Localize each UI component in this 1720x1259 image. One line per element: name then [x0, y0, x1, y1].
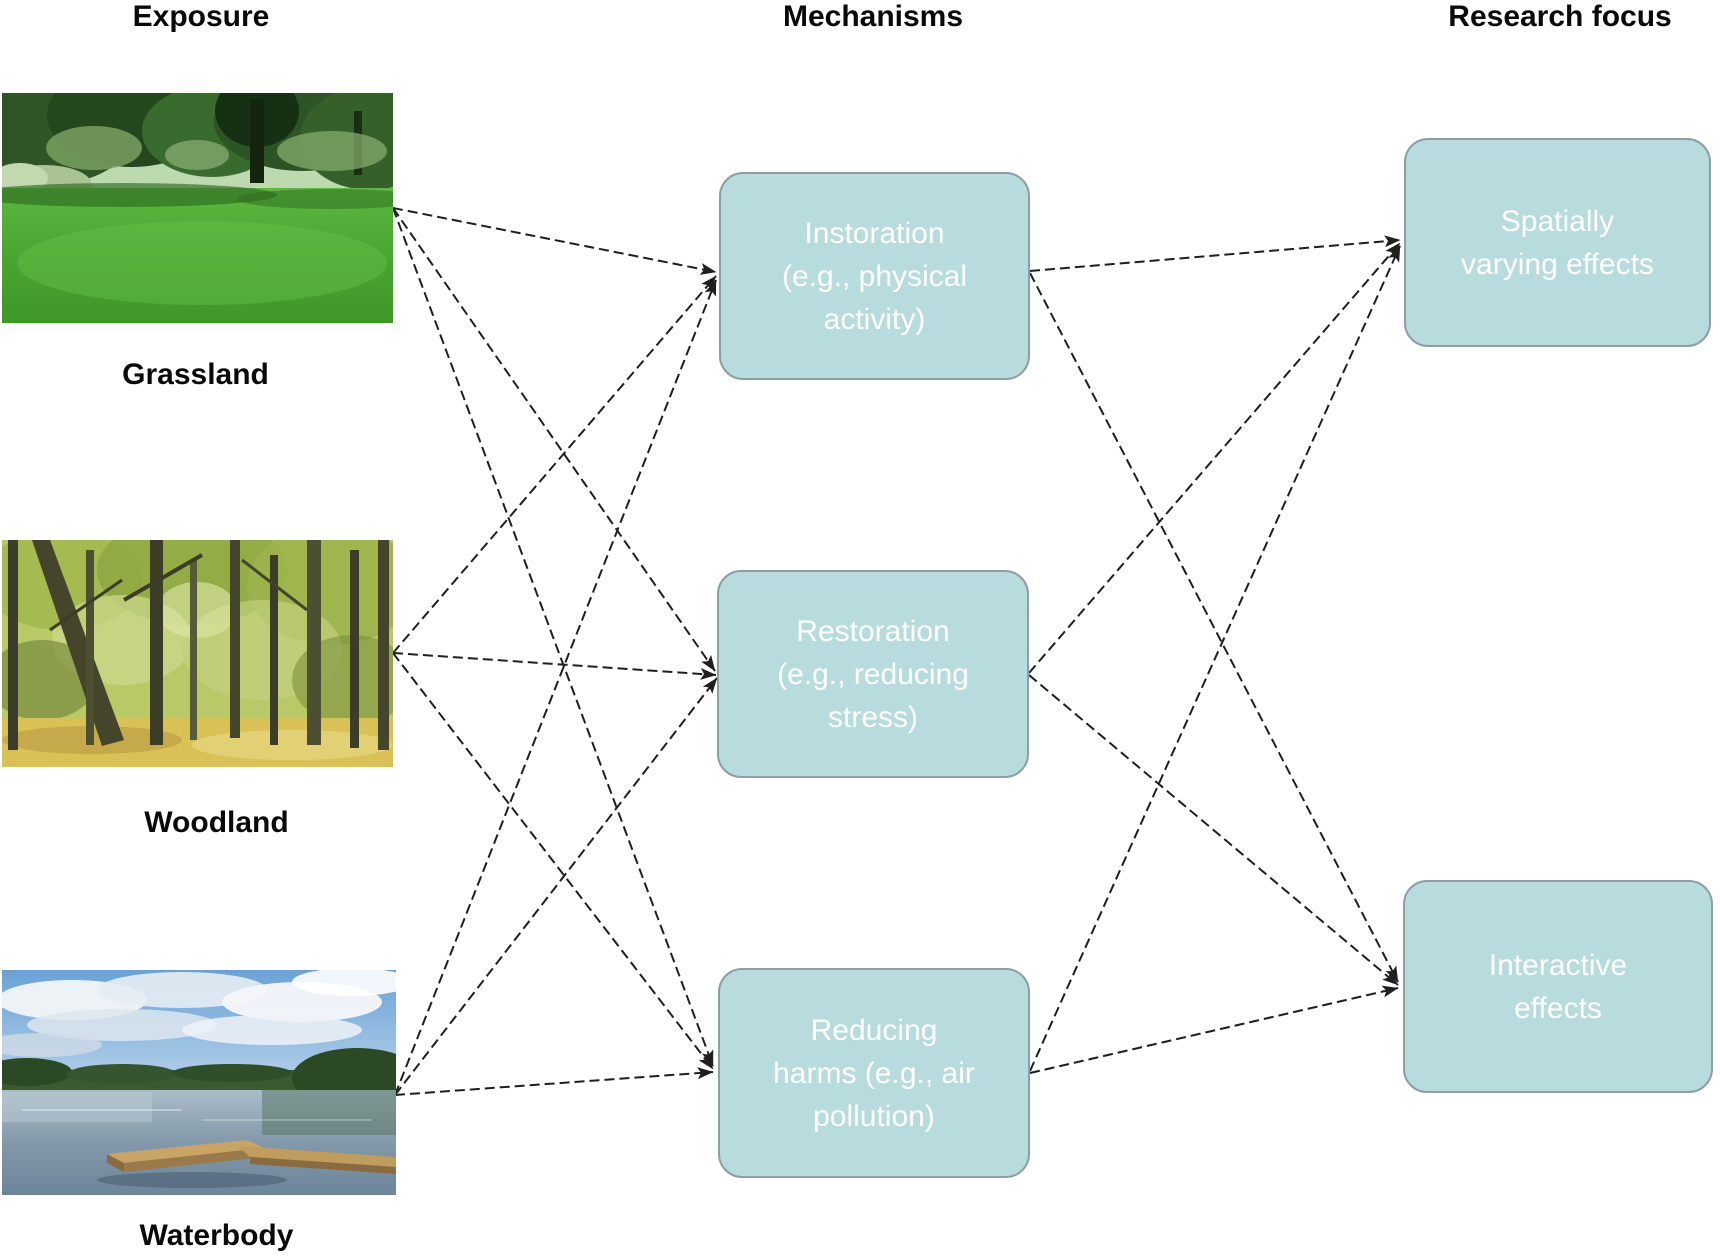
edge-instoration-to-interactive [1029, 272, 1399, 983]
mechanism-box-reducing-harms-label: Reducing harms (e.g., air pollution) [773, 1013, 975, 1133]
research-box-spatially-varying-effects-label: Spatially varying effects [1461, 204, 1654, 281]
mechanism-box-instoration: Instoration (e.g., physical activity) [719, 172, 1030, 380]
edge-grassland-to-restoration [392, 207, 716, 672]
column-header-mechanisms: Mechanisms [782, 0, 964, 33]
waterbody-label: Waterbody [139, 1219, 294, 1252]
column-header-exposure: Exposure [132, 0, 270, 33]
edge-reducing_harms-to-spatially_varying [1029, 245, 1401, 1072]
woodland-label: Woodland [144, 806, 289, 839]
woodland-photo [2, 540, 393, 767]
mechanism-box-restoration: Restoration (e.g., reducing stress) [717, 570, 1029, 778]
column-header-research-focus: Research focus [1448, 0, 1672, 33]
research-box-spatially-varying-effects: Spatially varying effects [1404, 138, 1711, 347]
edge-waterbody-to-restoration [394, 677, 718, 1096]
mechanism-box-reducing-harms: Reducing harms (e.g., air pollution) [718, 968, 1030, 1178]
mechanism-box-restoration-label: Restoration (e.g., reducing stress) [777, 614, 969, 734]
edge-restoration-to-interactive [1028, 674, 1399, 986]
edge-restoration-to-spatially_varying [1028, 242, 1401, 674]
mechanism-box-instoration-label: Instoration (e.g., physical activity) [781, 216, 968, 336]
research-box-interactive-effects-label: Interactive effects [1488, 948, 1628, 1025]
grassland-photo [2, 93, 393, 323]
edge-grassland-to-instoration [392, 207, 717, 275]
edge-woodland-to-instoration [392, 275, 717, 654]
edge-instoration-to-spatially_varying [1029, 235, 1401, 272]
edge-woodland-to-restoration [392, 652, 717, 680]
grassland-label: Grassland [122, 358, 269, 391]
edge-reducing_harms-to-interactive [1029, 985, 1399, 1074]
edge-grassland-to-reducing_harms [392, 207, 714, 1067]
waterbody-photo [2, 970, 396, 1195]
research-box-interactive-effects: Interactive effects [1403, 880, 1713, 1093]
edge-woodland-to-reducing_harms [392, 652, 714, 1070]
edge-waterbody-to-instoration [394, 279, 717, 1096]
edge-waterbody-to-reducing_harms [394, 1067, 714, 1096]
